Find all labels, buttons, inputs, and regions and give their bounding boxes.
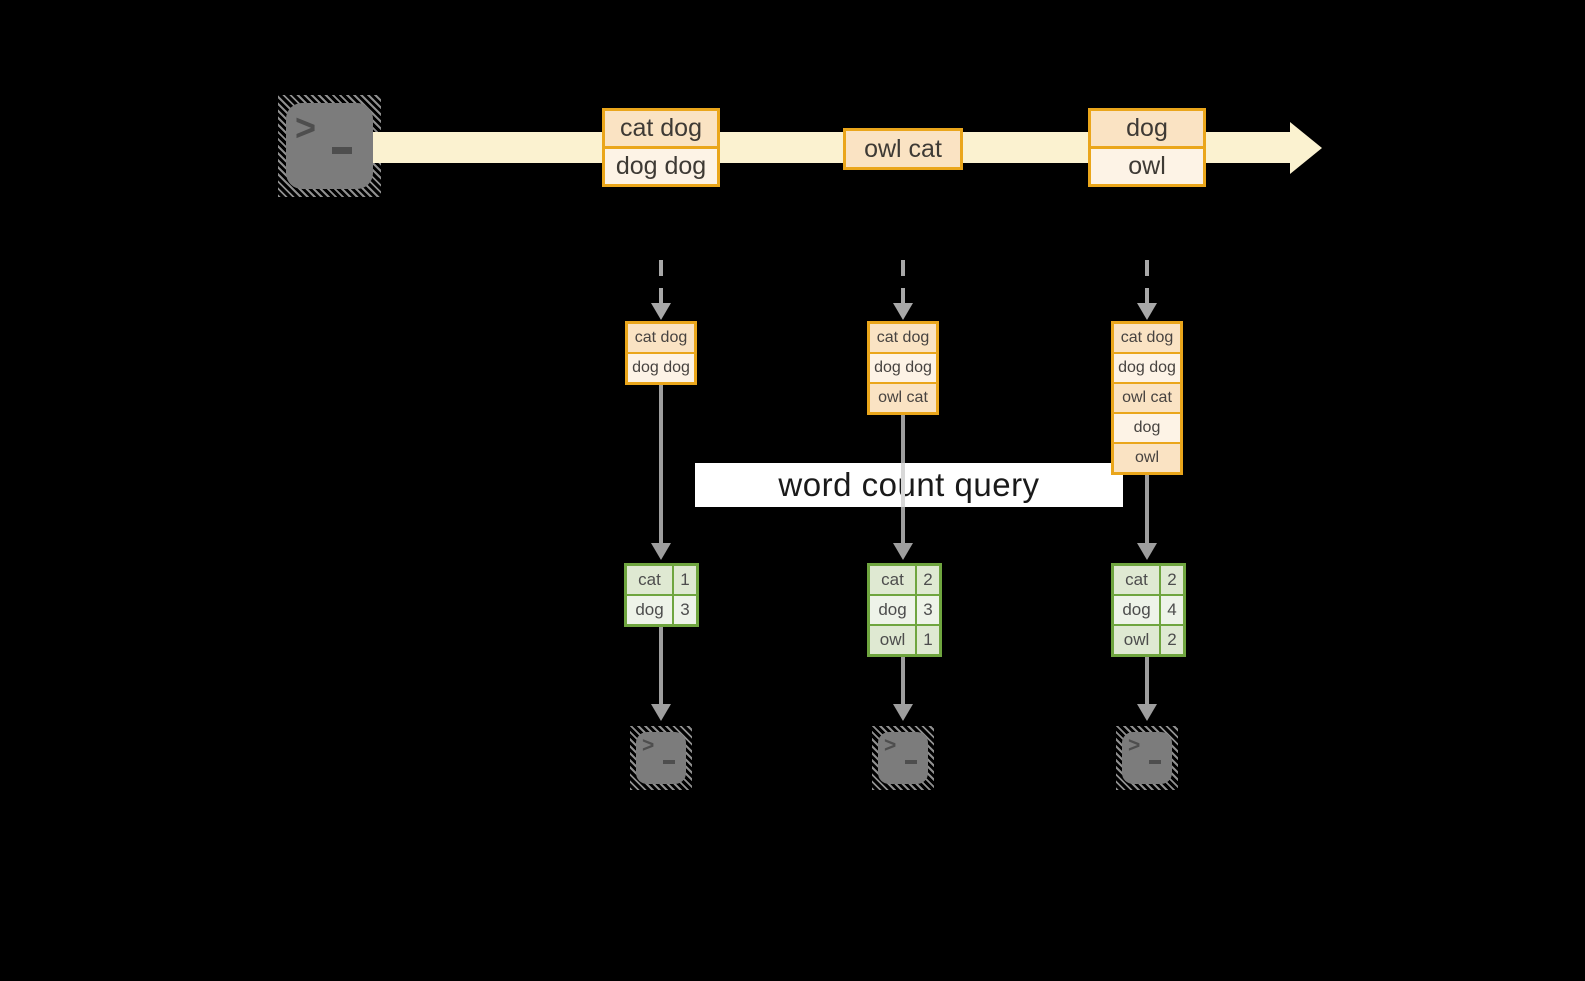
word-count-table-1: cat 1 dog 3 [624,563,699,627]
sink-terminal-icon-1: > [630,726,692,790]
connector-line [1145,475,1149,543]
query-label: word count query [778,466,1040,503]
batch-line: dog dog [605,149,717,184]
count-cell: 2 [1161,626,1183,654]
word-cell: owl [870,626,915,654]
dashed-arrow-line [659,260,663,304]
input-line: owl cat [870,384,936,412]
count-cell: 1 [674,566,696,594]
dashed-arrowhead-icon [1137,303,1157,320]
count-cell: 3 [917,596,939,624]
input-line: cat dog [628,324,694,352]
terminal-cursor-icon [905,760,917,764]
connector-arrowhead-icon [651,704,671,721]
word-cell: owl [1114,626,1159,654]
terminal-screen: > [636,732,686,784]
word-count-table-2: cat 2 dog 3 owl 1 [867,563,942,657]
word-cell: cat [627,566,672,594]
input-line: owl [1114,444,1180,472]
sink-terminal-icon-2: > [872,726,934,790]
connector-arrowhead-icon [1137,704,1157,721]
stream-batch-1: cat dog dog dog [602,108,720,187]
word-cell: dog [627,596,672,624]
input-line: dog dog [628,354,694,382]
stream-batch-3: dog owl [1088,108,1206,187]
terminal-screen: > [878,732,928,784]
count-cell: 2 [1161,566,1183,594]
terminal-prompt-icon: > [642,734,655,757]
connector-arrowhead-icon [1137,543,1157,560]
connector-arrowhead-icon [893,543,913,560]
stream-arrowhead-icon [1290,122,1322,174]
word-cell: dog [870,596,915,624]
word-cell: dog [1114,596,1159,624]
source-terminal-icon: > [278,95,381,197]
input-line: dog dog [870,354,936,382]
input-stack-2: cat dog dog dog owl cat [867,321,939,415]
word-count-table-3: cat 2 dog 4 owl 2 [1111,563,1186,657]
input-line: cat dog [870,324,936,352]
input-line: owl cat [1114,384,1180,412]
terminal-cursor-icon [663,760,675,764]
connector-line [1145,657,1149,704]
query-label-band: word count query [695,463,1123,507]
input-stack-1: cat dog dog dog [625,321,697,385]
terminal-screen: > [1122,732,1172,784]
terminal-cursor-icon [332,147,352,154]
batch-line: dog [1091,111,1203,146]
connector-arrowhead-icon [651,543,671,560]
count-cell: 4 [1161,596,1183,624]
count-cell: 3 [674,596,696,624]
batch-line: owl cat [846,131,960,167]
terminal-screen: > [286,103,373,189]
word-cell: cat [1114,566,1159,594]
connector-line [659,627,663,704]
dashed-arrowhead-icon [893,303,913,320]
connector-line [901,415,905,463]
batch-line: cat dog [605,111,717,146]
input-stack-3: cat dog dog dog owl cat dog owl [1111,321,1183,475]
input-line: dog dog [1114,354,1180,382]
connector-line-through-band [901,463,905,507]
dashed-arrowhead-icon [651,303,671,320]
input-line: dog [1114,414,1180,442]
count-cell: 1 [917,626,939,654]
count-cell: 2 [917,566,939,594]
batch-line: owl [1091,149,1203,184]
connector-line [901,507,905,543]
terminal-prompt-icon: > [1128,734,1141,757]
terminal-prompt-icon: > [295,105,317,149]
terminal-prompt-icon: > [884,734,897,757]
connector-arrowhead-icon [893,704,913,721]
sink-terminal-icon-3: > [1116,726,1178,790]
word-cell: cat [870,566,915,594]
terminal-cursor-icon [1149,760,1161,764]
dashed-arrow-line [901,260,905,304]
input-line: cat dog [1114,324,1180,352]
connector-line [659,385,663,543]
connector-line [901,657,905,704]
stream-batch-2: owl cat [843,128,963,170]
dashed-arrow-line [1145,260,1149,304]
